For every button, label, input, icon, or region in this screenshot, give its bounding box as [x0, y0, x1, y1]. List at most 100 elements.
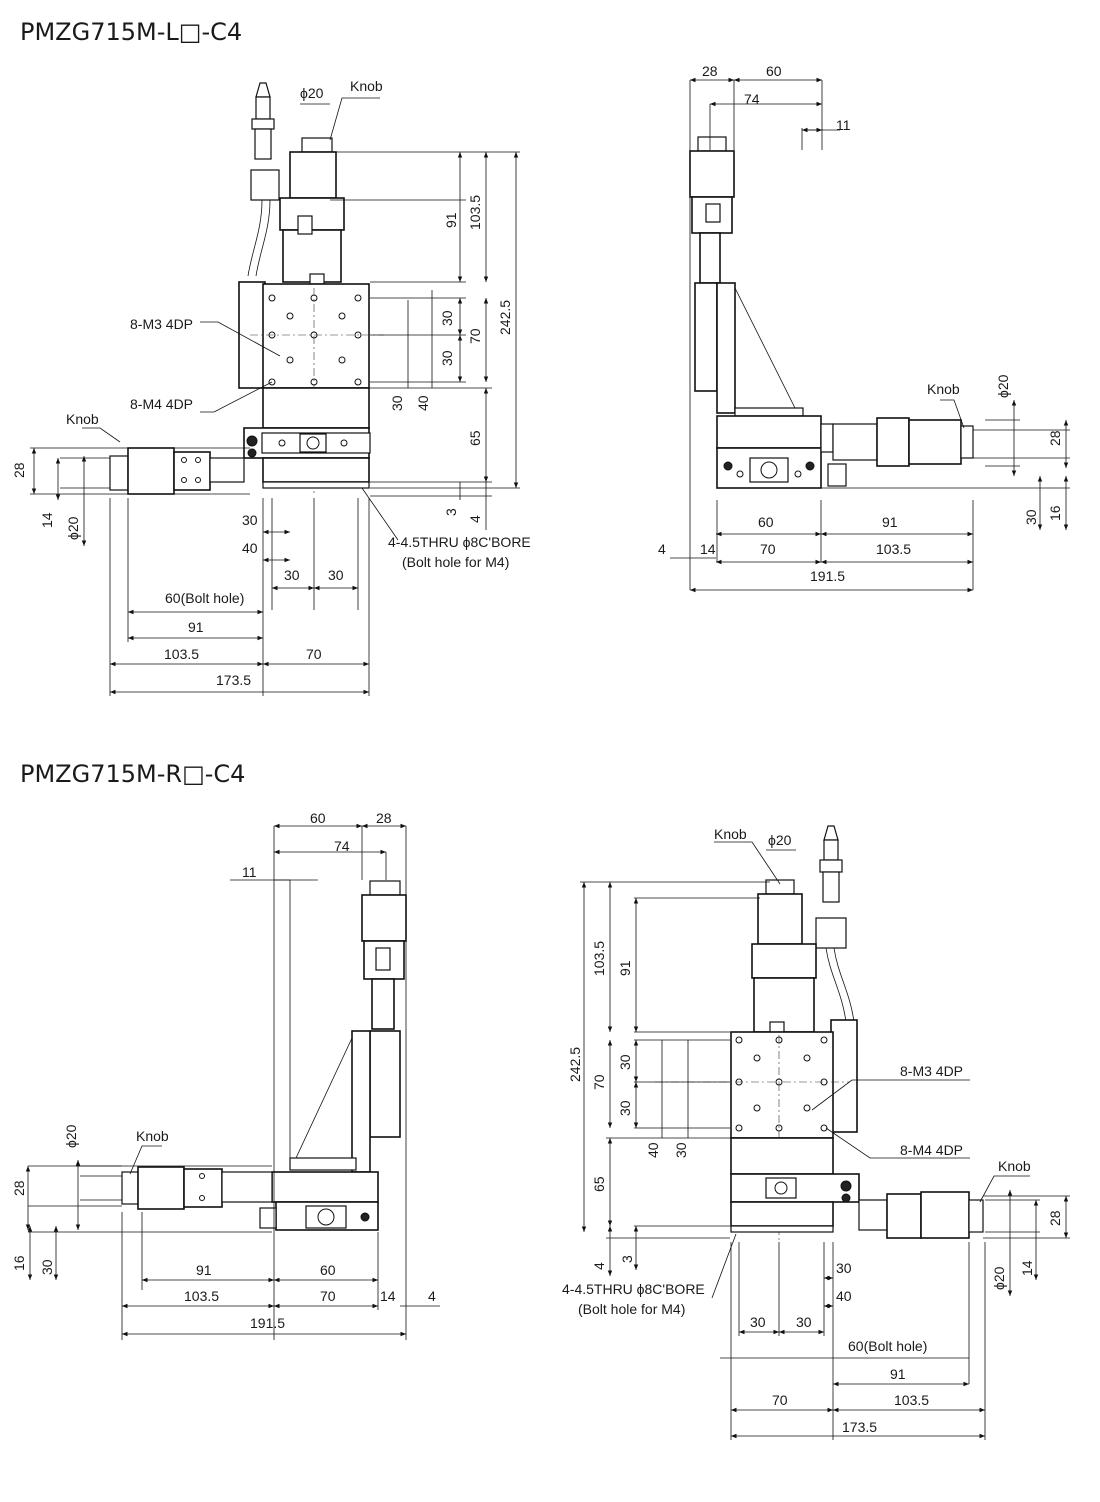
dim-30a-v1: 30: [439, 310, 455, 326]
thru-label-v4: 4-4.5THRU ϕ8C'BORE: [562, 1281, 705, 1297]
dim-60b-v2: 60: [758, 514, 774, 530]
dim-14-v2: 14: [700, 541, 716, 557]
leader-line: [82, 427, 121, 443]
view-l-side: [689, 136, 974, 489]
dim-28-v1: 28: [11, 462, 27, 478]
dim-65-v1: 65: [467, 430, 483, 446]
title-right-model: PMZG715M-R□-C4: [20, 760, 245, 788]
knob-label-v4b: Knob: [998, 1158, 1031, 1174]
dim-74-v2: 74: [744, 91, 760, 107]
dim-30c-v1: 30: [389, 395, 405, 411]
bolt-hole-60-v1: 60(Bolt hole): [165, 590, 244, 606]
leader-line: [825, 1127, 970, 1159]
dim-14-v3: 14: [380, 1288, 396, 1304]
dim-103-5b-v1: 103.5: [164, 646, 199, 662]
view-r-side: [121, 880, 407, 1231]
dim-3-v1: 3: [443, 508, 459, 516]
dim-phi20-v4: ϕ20: [768, 832, 792, 848]
dim-70-v4: 70: [591, 1074, 607, 1090]
dim-91b-v1: 91: [188, 619, 204, 635]
dim-91-v4: 91: [617, 960, 633, 976]
dim-14-v1: 14: [39, 512, 55, 528]
dim-30d-v1: 30: [242, 512, 258, 528]
m4-label-v1: 8-M4 4DP: [130, 396, 193, 412]
dimension-text: Knob ϕ20 91 103.5 242.5 30 30 70 30 40 6…: [11, 63, 1063, 1435]
dim-60-v2: 60: [766, 63, 782, 79]
leader-line: [940, 399, 965, 429]
dim-103-5-v3: 103.5: [184, 1288, 219, 1304]
dim-30d-v4: 30: [836, 1260, 852, 1276]
dim-242-5-v1: 242.5: [497, 300, 513, 335]
dim-91b-v4: 91: [890, 1366, 906, 1382]
dim-4-v4: 4: [591, 1262, 607, 1270]
leader-line: [979, 1175, 1030, 1203]
dim-16-v3: 16: [11, 1255, 27, 1271]
dim-40-v1: 40: [415, 395, 431, 411]
dim-3-v4: 3: [619, 1255, 635, 1263]
dim-103-5-v1: 103.5: [467, 195, 483, 230]
leader-line: [200, 381, 273, 413]
m3-label-v4: 8-M3 4DP: [900, 1063, 963, 1079]
dim-91-v3: 91: [196, 1262, 212, 1278]
dim-phi20-v2: ϕ20: [995, 374, 1011, 398]
knob-label-v3: Knob: [136, 1128, 169, 1144]
leader-line: [329, 97, 380, 141]
dim-70-v1: 70: [467, 328, 483, 344]
dim-phi20-v1b: ϕ20: [65, 516, 81, 540]
dim-30e-v1: 30: [284, 567, 300, 583]
view-l-top: [109, 82, 384, 496]
dim-28-v3b: 28: [11, 1180, 27, 1196]
dim-phi20-v3: ϕ20: [63, 1124, 79, 1148]
dim-30-v3: 30: [39, 1259, 55, 1275]
dim-28-v2: 28: [702, 63, 718, 79]
dim-30b-v4: 30: [617, 1100, 633, 1116]
dim-14-v4: 14: [1019, 1260, 1035, 1276]
dim-phi20-v4b: ϕ20: [991, 1266, 1007, 1290]
bolt-label-v1: (Bolt hole for M4): [402, 554, 509, 570]
leader-line: [361, 487, 399, 541]
leader-line: [129, 1145, 162, 1175]
dim-60b-v3: 60: [320, 1262, 336, 1278]
leader-line: [200, 321, 281, 357]
dim-74-v3: 74: [334, 838, 350, 854]
m4-label-v4: 8-M4 4DP: [900, 1142, 963, 1158]
dim-4-v3: 4: [428, 1288, 436, 1304]
dim-28-v3: 28: [376, 810, 392, 826]
dim-30f-v4: 30: [796, 1314, 812, 1330]
dim-30c-v4: 30: [673, 1142, 689, 1158]
dim-191-5-v2: 191.5: [810, 568, 845, 584]
m3-label-v1: 8-M3 4DP: [130, 316, 193, 332]
dim-70-v2: 70: [760, 541, 776, 557]
leader-line: [711, 1233, 737, 1299]
dim-30e-v4: 30: [750, 1314, 766, 1330]
dim-40b-v4: 40: [836, 1288, 852, 1304]
dim-16-v2: 16: [1047, 505, 1063, 521]
dim-28-v4: 28: [1047, 1210, 1063, 1226]
dim-phi20-v1: ϕ20: [300, 85, 324, 101]
dim-60-v3: 60: [310, 810, 326, 826]
dimension-lines: [25, 77, 1070, 1440]
dim-11-v2: 11: [836, 117, 851, 133]
dim-173-5-v4: 173.5: [842, 1419, 877, 1435]
leader-line: [714, 841, 781, 885]
dim-30-v2: 30: [1023, 509, 1039, 525]
dim-103-5b-v4: 103.5: [894, 1392, 929, 1408]
dim-40b-v1: 40: [242, 540, 258, 556]
r-top-mounting-holes: [735, 1036, 828, 1132]
knob-label-v1b: Knob: [66, 411, 99, 427]
knob-label-v1: Knob: [350, 78, 383, 94]
dim-4-v2: 4: [658, 541, 666, 557]
dim-70b-v1: 70: [306, 646, 322, 662]
leader-line: [811, 1079, 970, 1111]
dim-30b-v1: 30: [439, 350, 455, 366]
dim-30f-v1: 30: [328, 567, 344, 583]
dim-70-v3: 70: [320, 1288, 336, 1304]
dim-30a-v4: 30: [617, 1054, 633, 1070]
bolt-label-v4: (Bolt hole for M4): [578, 1301, 685, 1317]
dim-91-v2: 91: [882, 514, 898, 530]
dim-191-5-v3: 191.5: [250, 1315, 285, 1331]
knob-label-v4: Knob: [714, 826, 747, 842]
dim-91-v1: 91: [443, 212, 459, 228]
dim-173-5-v1: 173.5: [216, 672, 251, 688]
